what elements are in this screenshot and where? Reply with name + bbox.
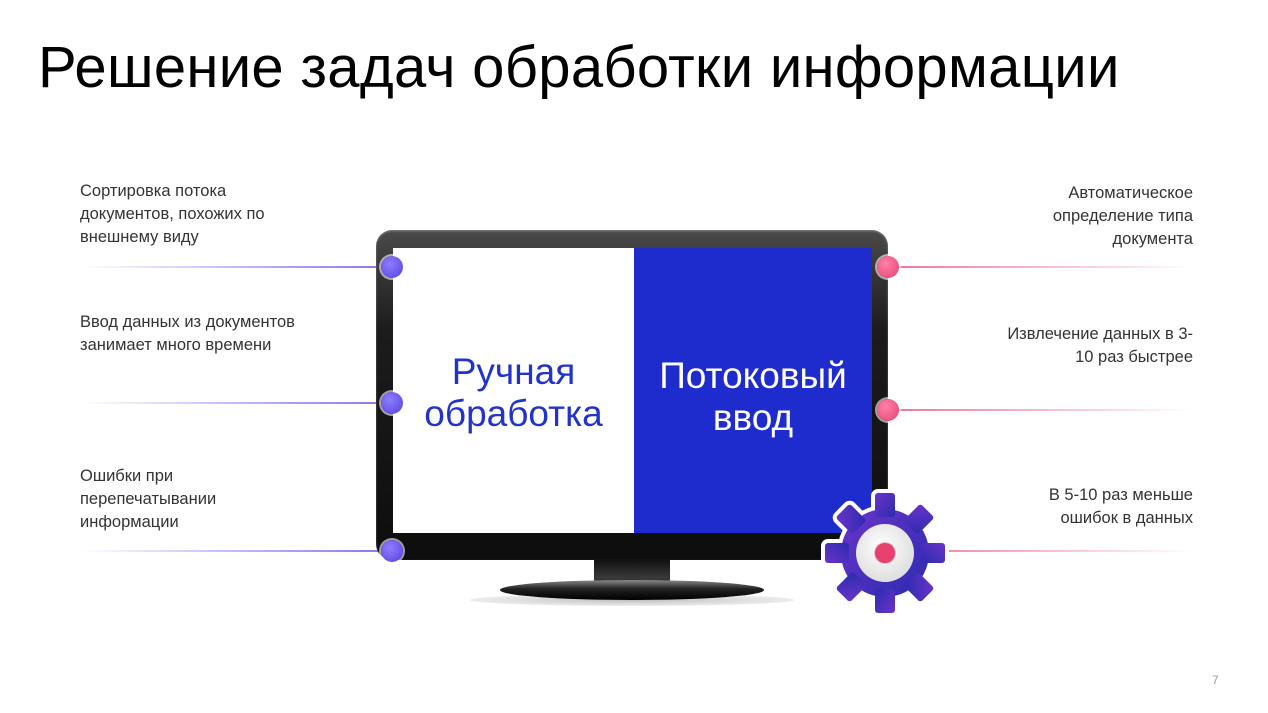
- right-note-faster-extraction: Извлечение данных в 3-10 раз быстрее: [1007, 325, 1193, 366]
- connector-line-left-2: [80, 402, 392, 404]
- connector-line-right-2: [888, 409, 1194, 411]
- gear-icon: [821, 489, 949, 617]
- connector-line-left-3: [80, 550, 392, 552]
- monitor-stand: [500, 580, 764, 600]
- screen-manual-panel: [393, 248, 634, 533]
- left-note-data-entry: Ввод данных из документов занимает много…: [80, 313, 295, 354]
- manual-processing-label: Ручная обработка: [424, 351, 603, 434]
- page-number: 7: [1212, 673, 1219, 687]
- connector-line-right-3: [888, 550, 1194, 552]
- connector-line-right-1: [888, 266, 1194, 268]
- bullet-dot-left-3: [381, 540, 403, 562]
- left-note-typing-errors: Ошибки при перепечатывании информации: [80, 467, 217, 531]
- bullet-dot-left-2: [381, 392, 403, 414]
- screen-stream-panel: [634, 248, 872, 533]
- right-note-auto-type: Автоматическое определение типа документ…: [1052, 184, 1193, 248]
- right-note-fewer-errors: В 5-10 раз меньше ошибок в данных: [1048, 486, 1193, 527]
- connector-line-left-1: [80, 266, 392, 268]
- bullet-dot-left-1: [381, 256, 403, 278]
- slide-title: Решение задач обработки информации: [38, 35, 1120, 100]
- left-note-sorting: Сортировка потока документов, похожих по…: [80, 182, 265, 246]
- stream-input-label: Потоковый ввод: [659, 355, 847, 438]
- bullet-dot-right-2: [877, 399, 899, 421]
- bullet-dot-right-1: [877, 256, 899, 278]
